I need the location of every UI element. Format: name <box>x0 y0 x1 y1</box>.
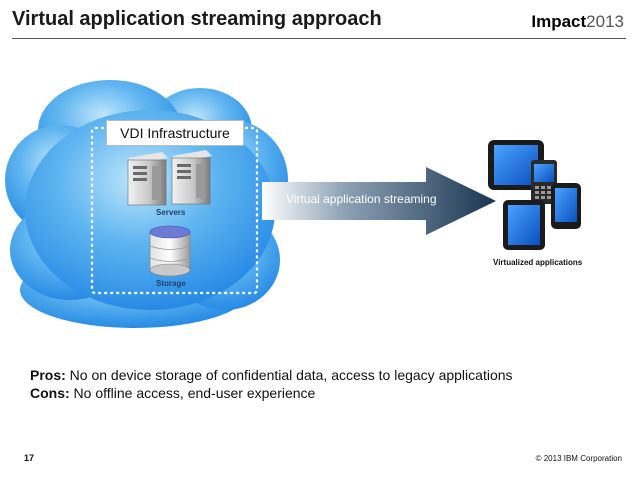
devices-icon <box>488 140 581 250</box>
cons-label: Cons: <box>30 385 70 401</box>
servers-icon <box>127 150 212 206</box>
pros-line: Pros: No on device storage of confidenti… <box>30 366 513 384</box>
page-number: 17 <box>24 453 35 463</box>
brand-name: Impact <box>531 12 587 31</box>
servers-label: Servers <box>156 208 186 217</box>
cons-line: Cons: No offline access, end-user experi… <box>30 384 513 402</box>
cons-text: No offline access, end-user experience <box>69 385 316 401</box>
pros-cons-text: Pros: No on device storage of confidenti… <box>30 366 513 402</box>
slide-title: Virtual application streaming approach <box>12 8 382 30</box>
storage-label: Storage <box>156 279 186 288</box>
pros-label: Pros: <box>30 367 66 383</box>
copyright: © 2013 IBM Corporation <box>535 454 622 463</box>
pros-text: No on device storage of confidential dat… <box>65 367 513 383</box>
storage-icon <box>149 225 191 277</box>
vdi-infrastructure-label: VDI Infrastructure <box>106 120 244 146</box>
arrow-label: Virtual application streaming <box>286 192 437 206</box>
streaming-arrow <box>262 167 496 235</box>
impact-logo: Impact2013 <box>531 12 624 32</box>
title-divider <box>12 38 626 39</box>
brand-year: 2013 <box>586 12 624 31</box>
devices-label: Virtualized applications <box>493 258 583 267</box>
